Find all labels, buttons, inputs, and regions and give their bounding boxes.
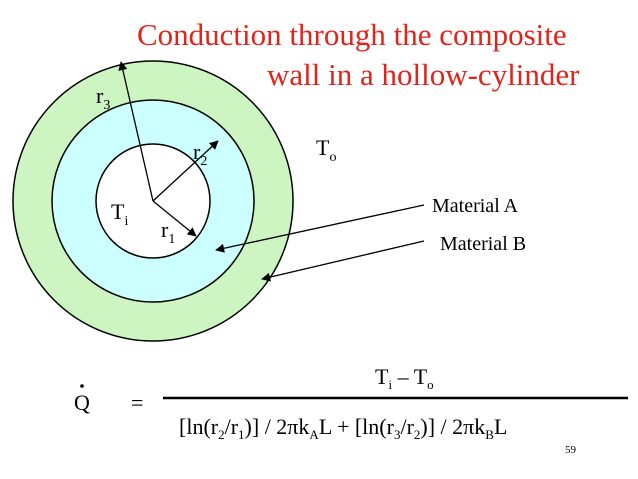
title-line-1: Conduction through the composite xyxy=(137,17,567,52)
label-r2: r2 xyxy=(193,139,208,170)
label-ti: Ti xyxy=(111,199,129,230)
radius-r1-line xyxy=(152,200,197,237)
title-line-2: wall in a hollow-cylinder xyxy=(267,57,580,92)
radius-r2-line xyxy=(152,140,219,202)
label-to: To xyxy=(316,135,337,166)
label-r3: r3 xyxy=(96,83,111,114)
radius-r3-line xyxy=(118,61,154,202)
material-b-pointer xyxy=(261,240,425,282)
equation-numerator: Ti – To xyxy=(375,364,434,392)
material-a-pointer xyxy=(215,204,425,253)
equation-denominator: [ln(r2/r1)] / 2πkAL + [ln(r3/r2)] / 2πkB… xyxy=(179,414,508,442)
equals-sign: = xyxy=(131,390,144,415)
material-a-label: Material A xyxy=(432,195,519,217)
page-number: 59 xyxy=(565,444,576,456)
label-r1: r1 xyxy=(161,217,176,248)
dot-over-q xyxy=(80,384,84,388)
heat-rate-symbol: Q xyxy=(74,390,90,415)
material-b-label: Material B xyxy=(440,233,527,255)
